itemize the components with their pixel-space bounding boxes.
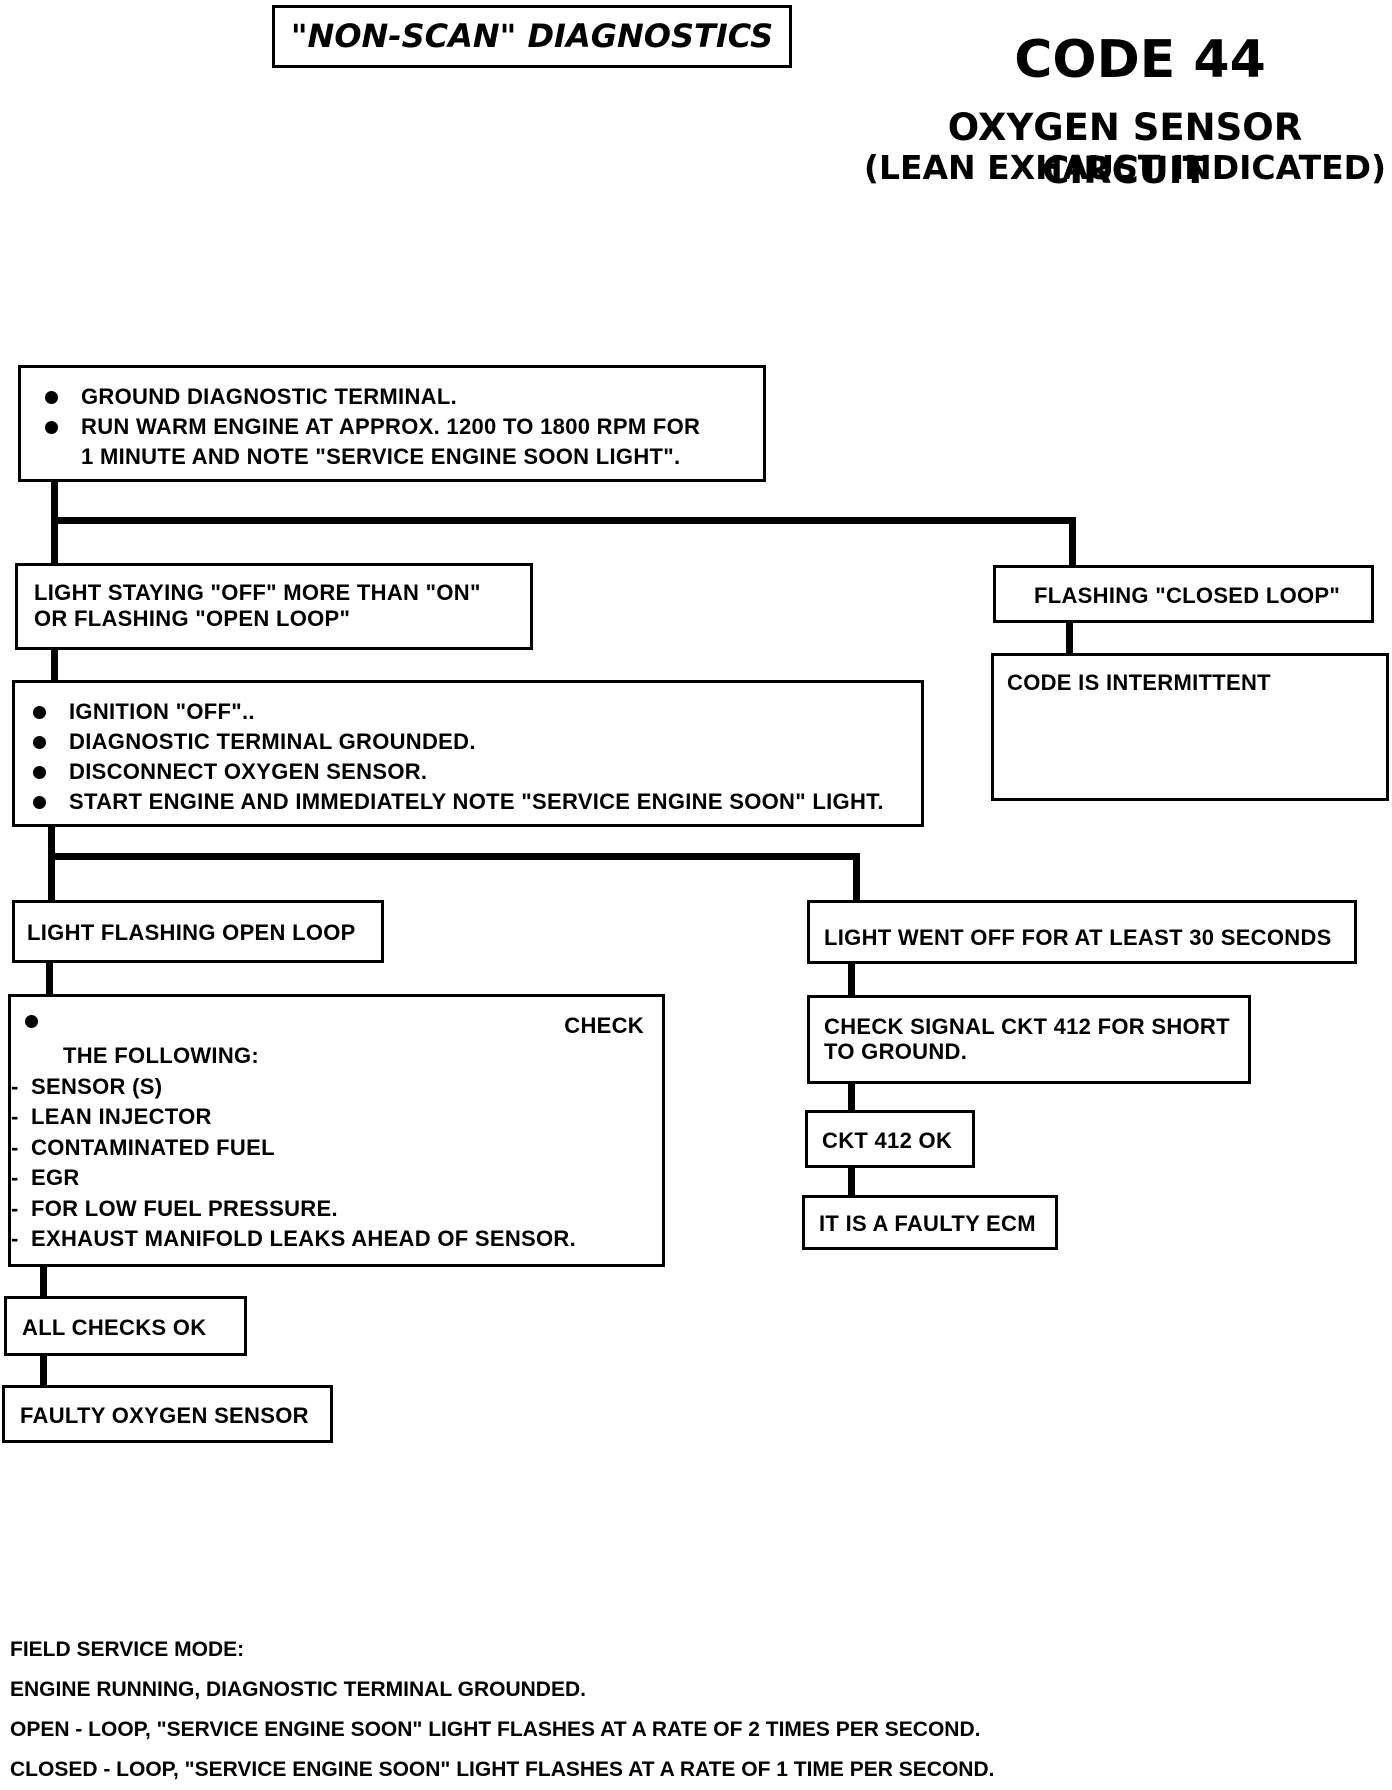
list-item: DISCONNECT OXYGEN SENSOR.: [25, 757, 911, 787]
connector: [46, 962, 53, 997]
list-item: EGR: [11, 1163, 576, 1194]
step2-item: DISCONNECT OXYGEN SENSOR.: [69, 759, 428, 784]
connector: [1069, 517, 1076, 567]
result-ckt-ok-label: CKT 412 OK: [822, 1128, 953, 1153]
circuit-title: OXYGEN SENSOR CIRCUIT: [947, 106, 1303, 192]
list-item: GROUND DIAGNOSTIC TERMINAL.: [37, 382, 753, 412]
field-service-notes: FIELD SERVICE MODE: ENGINE RUNNING, DIAG…: [10, 1630, 994, 1790]
list-item: SENSOR (S): [11, 1072, 576, 1103]
bullet-icon: [25, 1015, 38, 1028]
result-light-off-line1: LIGHT STAYING "OFF" MORE THAN "ON": [34, 580, 481, 605]
notes-line: OPEN - LOOP, "SERVICE ENGINE SOON" LIGHT…: [10, 1718, 981, 1741]
diagnostics-badge-label: "NON-SCAN" DIAGNOSTICS: [290, 17, 774, 55]
result-code-intermittent-label: CODE IS INTERMITTENT: [1007, 670, 1271, 695]
list-item: DIAGNOSTIC TERMINAL GROUNDED.: [25, 727, 911, 757]
connector: [848, 1166, 855, 1197]
result-flashing-closed-loop: FLASHING "CLOSED LOOP": [993, 565, 1374, 623]
result-light-went-off: LIGHT WENT OFF FOR AT LEAST 30 SECONDS: [807, 900, 1357, 964]
bullet-icon: [33, 766, 46, 779]
step2-item: IGNITION "OFF"..: [69, 699, 255, 724]
result-ckt-ok: CKT 412 OK: [805, 1110, 975, 1168]
bullet-icon: [33, 736, 46, 749]
connector: [848, 962, 855, 998]
result-flashing-open-loop: LIGHT FLASHING OPEN LOOP: [12, 900, 384, 963]
connector: [48, 853, 860, 860]
result-all-checks-ok-label: ALL CHECKS OK: [22, 1315, 207, 1340]
diagnostics-badge: "NON-SCAN" DIAGNOSTICS: [272, 5, 792, 68]
check-items: SENSOR (S) LEAN INJECTOR CONTAMINATED FU…: [11, 1072, 576, 1255]
result-faulty-oxygen-sensor-label: FAULTY OXYGEN SENSOR: [20, 1403, 309, 1428]
notes-line: ENGINE RUNNING, DIAGNOSTIC TERMINAL GROU…: [10, 1678, 586, 1701]
bullet-icon: [45, 391, 58, 404]
list-item: LEAN INJECTOR: [11, 1102, 576, 1133]
connector: [51, 517, 1076, 524]
step-check-signal-line1: CHECK SIGNAL CKT 412 FOR SHORT: [824, 1014, 1230, 1039]
result-faulty-ecm: IT IS A FAULTY ECM: [802, 1195, 1058, 1250]
list-item: EXHAUST MANIFOLD LEAKS AHEAD OF SENSOR.: [11, 1224, 576, 1255]
notes-heading: FIELD SERVICE MODE:: [10, 1638, 245, 1661]
list-item: CONTAMINATED FUEL: [11, 1133, 576, 1164]
connector: [40, 1265, 47, 1299]
result-light-went-off-label: LIGHT WENT OFF FOR AT LEAST 30 SECONDS: [824, 925, 1332, 950]
connector: [853, 853, 860, 903]
check-heading: THE FOLLOWING:: [63, 1043, 260, 1068]
step1-item: RUN WARM ENGINE AT APPROX. 1200 TO 1800 …: [81, 414, 701, 469]
step-check-following: CHECK THE FOLLOWING: SENSOR (S) LEAN INJ…: [8, 994, 665, 1267]
step1-item: GROUND DIAGNOSTIC TERMINAL.: [81, 384, 457, 409]
result-faulty-oxygen-sensor: FAULTY OXYGEN SENSOR: [2, 1385, 333, 1443]
step-disconnect-sensor: IGNITION "OFF".. DIAGNOSTIC TERMINAL GRO…: [12, 680, 924, 827]
result-all-checks-ok: ALL CHECKS OK: [4, 1296, 247, 1356]
result-flashing-open-loop-label: LIGHT FLASHING OPEN LOOP: [27, 920, 356, 945]
notes-line: CLOSED - LOOP, "SERVICE ENGINE SOON" LIG…: [10, 1758, 995, 1781]
connector: [48, 825, 55, 902]
list-item: RUN WARM ENGINE AT APPROX. 1200 TO 1800 …: [37, 412, 701, 472]
connector: [51, 648, 58, 683]
connector: [40, 1354, 47, 1388]
list-item: START ENGINE AND IMMEDIATELY NOTE "SERVI…: [25, 787, 911, 817]
step2-item: START ENGINE AND IMMEDIATELY NOTE "SERVI…: [69, 789, 884, 814]
connector: [848, 1082, 855, 1112]
check-list: THE FOLLOWING: SENSOR (S) LEAN INJECTOR …: [11, 1041, 576, 1255]
list-item: IGNITION "OFF"..: [25, 697, 911, 727]
result-light-off: LIGHT STAYING "OFF" MORE THAN "ON" OR FL…: [15, 563, 533, 650]
step2-item: DIAGNOSTIC TERMINAL GROUNDED.: [69, 729, 476, 754]
step-ground-terminal: GROUND DIAGNOSTIC TERMINAL. RUN WARM ENG…: [18, 365, 766, 482]
step-check-signal-line2: TO GROUND.: [824, 1039, 968, 1064]
check-label: CHECK: [564, 1013, 644, 1038]
result-faulty-ecm-label: IT IS A FAULTY ECM: [819, 1211, 1036, 1236]
bullet-icon: [45, 421, 58, 434]
bullet-icon: [33, 796, 46, 809]
bullet-icon: [33, 706, 46, 719]
result-code-intermittent: CODE IS INTERMITTENT: [991, 653, 1389, 801]
circuit-subtitle: (LEAN EXHAUST INDICATED): [863, 148, 1387, 187]
step-check-signal: CHECK SIGNAL CKT 412 FOR SHORT TO GROUND…: [807, 995, 1251, 1084]
list-item: FOR LOW FUEL PRESSURE.: [11, 1194, 576, 1225]
result-light-off-line2: OR FLASHING "OPEN LOOP": [34, 606, 351, 631]
result-flashing-closed-loop-label: FLASHING "CLOSED LOOP": [1034, 583, 1341, 608]
connector: [1066, 619, 1073, 655]
code-title: CODE 44: [1014, 30, 1266, 90]
